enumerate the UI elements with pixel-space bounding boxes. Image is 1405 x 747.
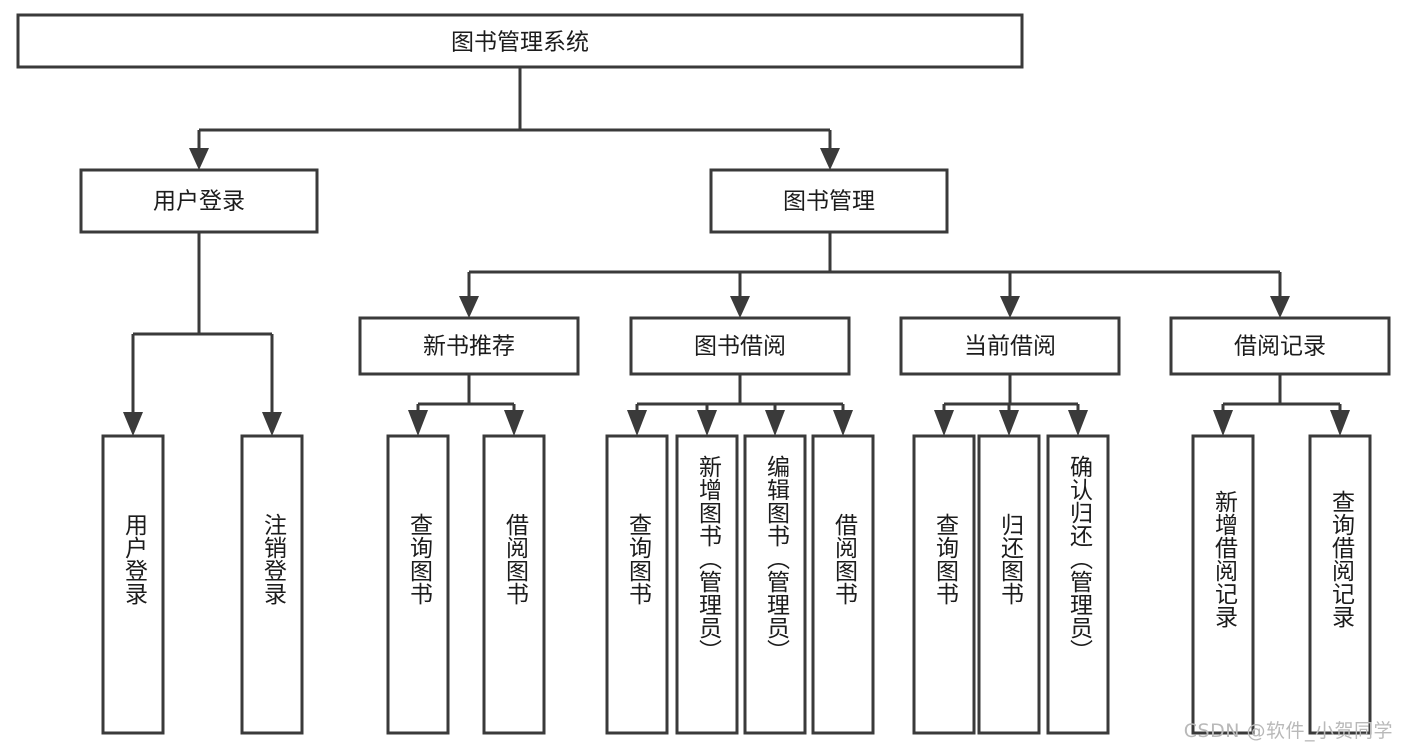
leaf-borrow-book-2-label: 借阅图书	[831, 513, 859, 605]
leaf-add-book-label: 新增图书（管理员）	[695, 455, 723, 662]
arrow-head-leaf-add-record	[1213, 410, 1233, 436]
leaf-query-book-1[interactable]: 查询图书	[386, 434, 450, 735]
leaf-query-book-3[interactable]: 查询图书	[912, 434, 976, 735]
arrow-head-new-book-recommend	[459, 296, 479, 318]
leaf-edit-book-label: 编辑图书（管理员）	[763, 455, 791, 662]
node-current-borrow-box	[899, 316, 1121, 376]
leaf-user-login[interactable]: 用户登录	[101, 434, 165, 735]
arrow-head-leaf-query-book-2	[627, 410, 647, 436]
node-new-book-recommend[interactable]: 新书推荐	[358, 316, 580, 376]
leaf-borrow-book-1-box	[482, 434, 546, 735]
leaf-query-book-2-box	[605, 434, 669, 735]
leaf-borrow-book-2[interactable]: 借阅图书	[811, 434, 875, 735]
arrow-head-leaf-edit-book	[765, 410, 785, 436]
node-user-login-label: 用户登录	[153, 189, 245, 215]
leaf-logout-box	[240, 434, 304, 735]
leaf-logout[interactable]: 注销登录	[240, 434, 304, 735]
node-book-management-box	[709, 168, 949, 234]
leaf-query-book-1-label: 查询图书	[406, 513, 434, 605]
leaf-borrow-book-1[interactable]: 借阅图书	[482, 434, 546, 735]
node-book-management[interactable]: 图书管理	[709, 168, 949, 234]
node-current-borrow-label: 当前借阅	[964, 334, 1056, 360]
node-book-management-label: 图书管理	[783, 189, 875, 215]
arrow-head-current-borrow	[1000, 296, 1020, 318]
leaf-confirm-return-box	[1046, 434, 1110, 735]
leaf-user-login-label: 用户登录	[121, 513, 149, 605]
arrow-head-leaf-query-book-3	[934, 410, 954, 436]
arrow-head-leaf-borrow-book-1	[504, 410, 524, 436]
leaf-add-record[interactable]: 新增借阅记录	[1191, 434, 1255, 735]
leaf-edit-book-box	[743, 434, 807, 735]
arrow-head-leaf-add-book	[697, 410, 717, 436]
arrow-head-leaf-query-book-1	[408, 410, 428, 436]
node-book-borrow-box	[629, 316, 851, 376]
leaf-edit-book[interactable]: 编辑图书（管理员）	[743, 434, 807, 735]
node-borrow-record-label: 借阅记录	[1234, 334, 1326, 360]
node-book-borrow[interactable]: 图书借阅	[629, 316, 851, 376]
leaf-add-record-box	[1191, 434, 1255, 735]
leaf-return-book[interactable]: 归还图书	[977, 434, 1041, 735]
leaf-query-book-2[interactable]: 查询图书	[605, 434, 669, 735]
node-root[interactable]: 图书管理系统	[16, 13, 1024, 69]
leaf-query-book-3-box	[912, 434, 976, 735]
leaf-borrow-book-1-label: 借阅图书	[502, 513, 530, 605]
arrow-head-leaf-user-login	[123, 412, 143, 436]
arrow-head-user-login	[189, 148, 209, 170]
leaf-add-record-label: 新增借阅记录	[1211, 490, 1239, 628]
leaf-query-record[interactable]: 查询借阅记录	[1308, 434, 1372, 735]
node-root-label: 图书管理系统	[451, 30, 589, 56]
arrow-head-leaf-query-record	[1330, 410, 1350, 436]
node-borrow-record[interactable]: 借阅记录	[1169, 316, 1391, 376]
csdn-watermark: CSDN @软件_小贺同学	[1183, 720, 1393, 742]
arrow-head-leaf-confirm-return	[1068, 410, 1088, 436]
arrow-head-borrow-record	[1270, 296, 1290, 318]
leaf-confirm-return-label: 确认归还（管理员）	[1066, 455, 1094, 662]
node-user-login-box	[79, 168, 319, 234]
leaf-user-login-box	[101, 434, 165, 735]
node-new-book-recommend-label: 新书推荐	[423, 334, 515, 360]
node-book-borrow-label: 图书借阅	[694, 334, 786, 360]
leaf-return-book-label: 归还图书	[997, 513, 1025, 605]
leaf-confirm-return[interactable]: 确认归还（管理员）	[1046, 434, 1110, 735]
leaf-borrow-book-2-box	[811, 434, 875, 735]
leaf-query-book-2-label: 查询图书	[625, 513, 653, 605]
node-current-borrow[interactable]: 当前借阅	[899, 316, 1121, 376]
leaf-query-book-1-box	[386, 434, 450, 735]
leaf-logout-label: 注销登录	[260, 513, 288, 605]
arrow-head-leaf-logout	[262, 412, 282, 436]
leaf-query-record-label: 查询借阅记录	[1328, 490, 1356, 628]
leaf-query-record-box	[1308, 434, 1372, 735]
node-new-book-recommend-box	[358, 316, 580, 376]
node-borrow-record-box	[1169, 316, 1391, 376]
arrow-head-leaf-return-book	[999, 410, 1019, 436]
leaf-add-book[interactable]: 新增图书（管理员）	[675, 434, 739, 735]
arrow-head-book-management	[820, 148, 840, 170]
connector-layer	[123, 67, 1350, 436]
arrow-head-book-borrow	[730, 296, 750, 318]
leaf-add-book-box	[675, 434, 739, 735]
leaf-query-book-3-label: 查询图书	[932, 513, 960, 605]
arrow-head-leaf-borrow-book-2	[833, 410, 853, 436]
node-user-login[interactable]: 用户登录	[79, 168, 319, 234]
leaf-return-book-box	[977, 434, 1041, 735]
node-root-box	[16, 13, 1024, 69]
